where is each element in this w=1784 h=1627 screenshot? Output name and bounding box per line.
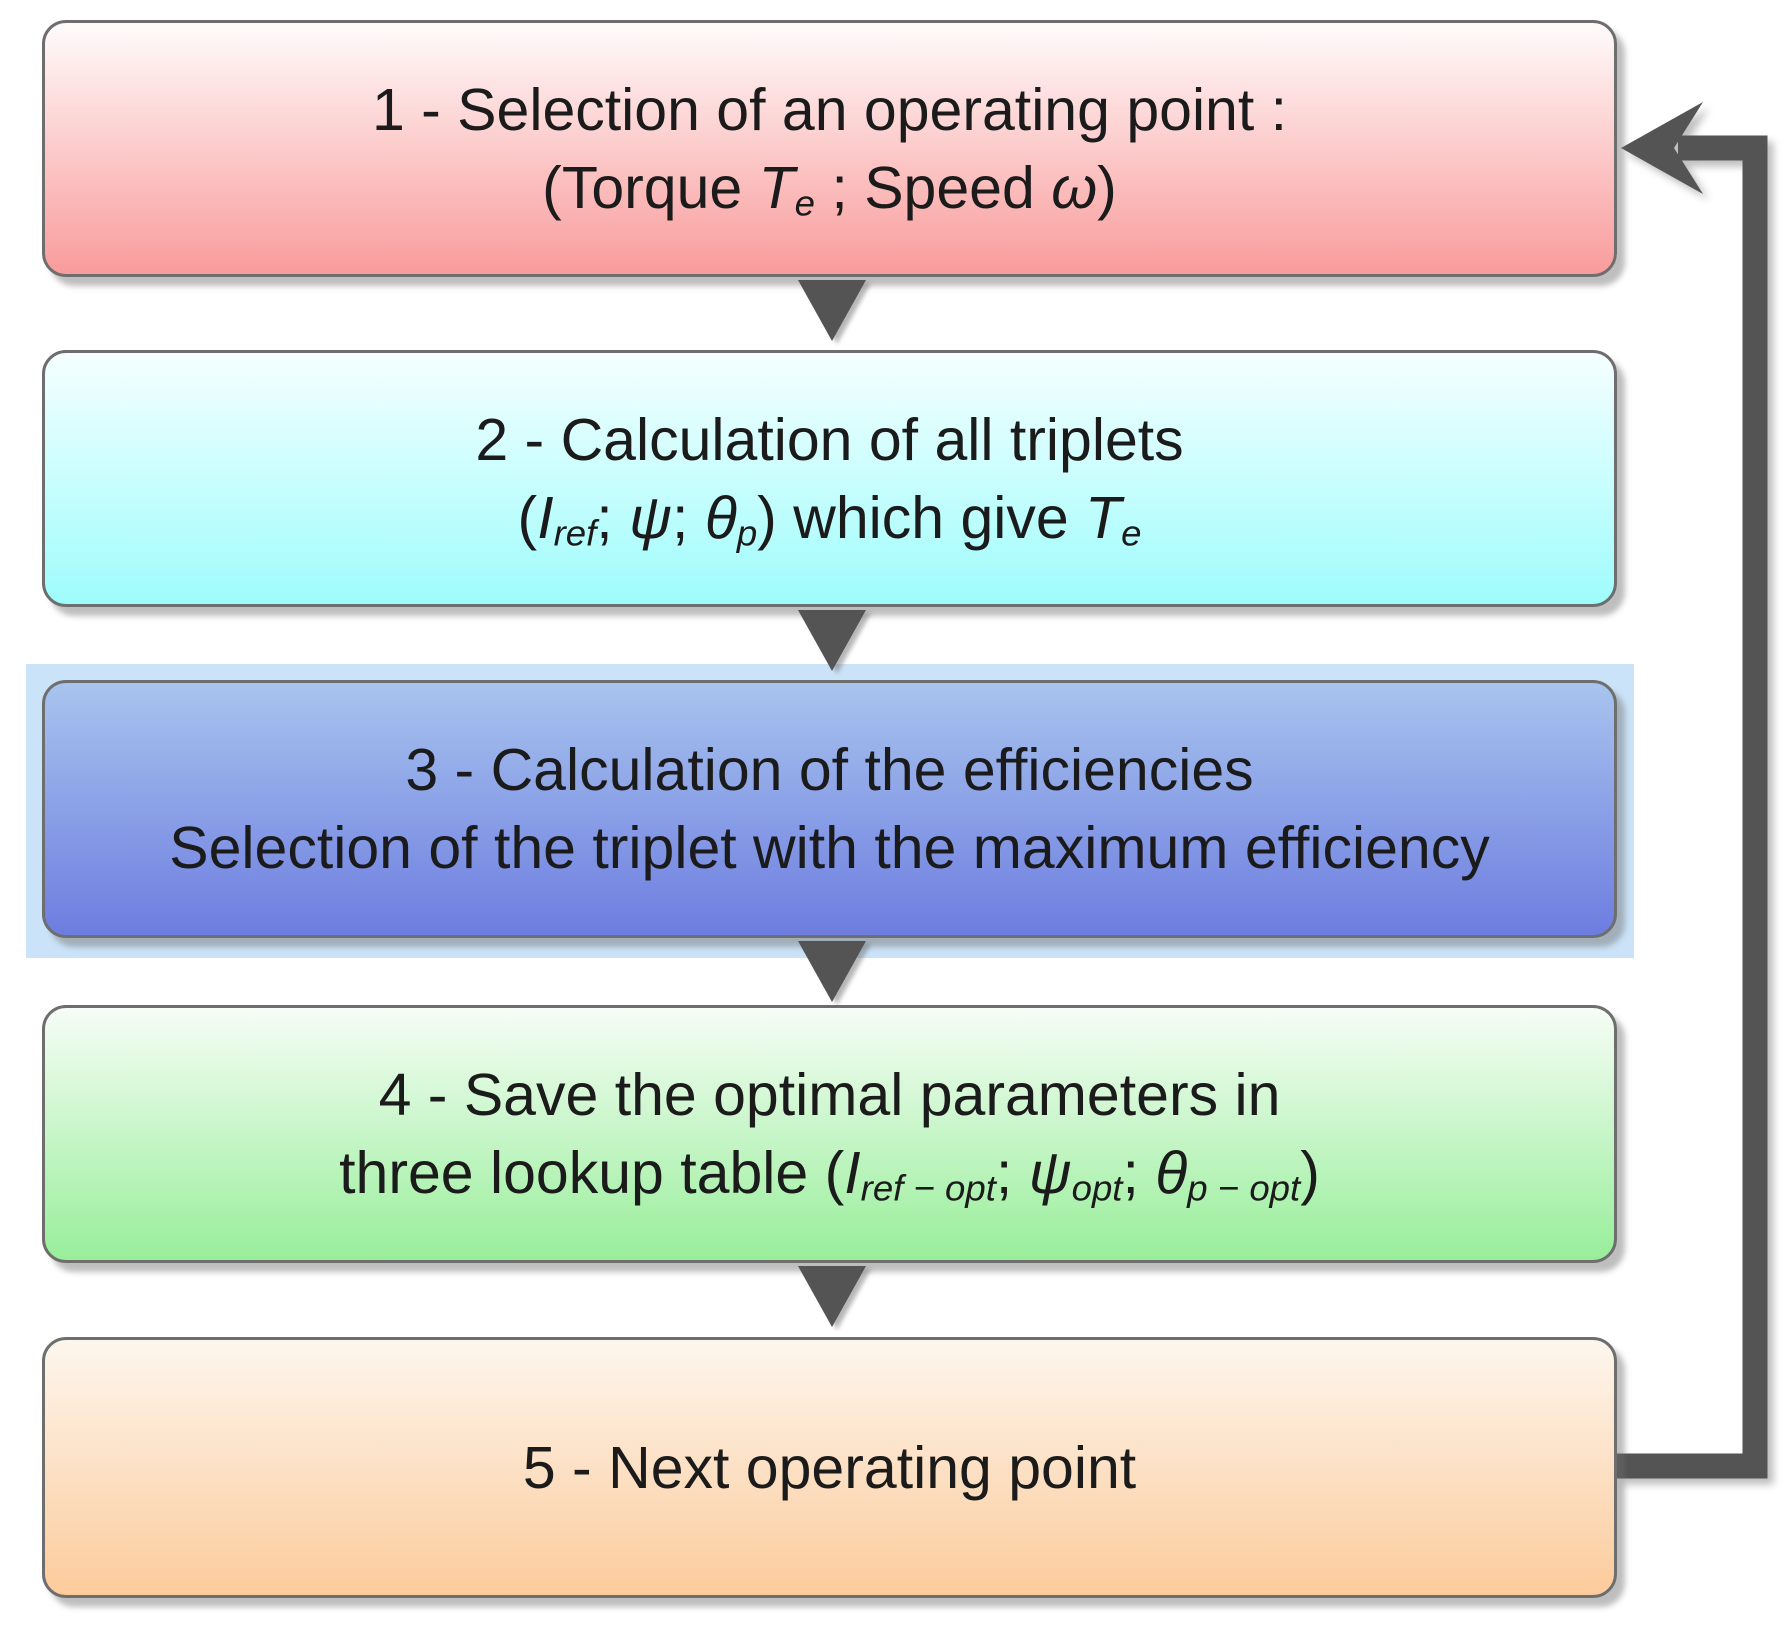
step-5-line-1: 5 - Next operating point: [522, 1434, 1137, 1501]
down-arrow-icon-3-4: [798, 941, 866, 1002]
step-3-line-2: Selection of the triplet with the maximu…: [169, 815, 1490, 881]
step-4-box: 4 - Save the optimal parameters in three…: [42, 1005, 1617, 1263]
step-2-box: 2 - Calculation of all triplets (Iref; ψ…: [42, 350, 1617, 607]
step-1-line-1: 1 - Selection of an operating point :: [371, 76, 1288, 143]
loop-arrowhead-icon: [1621, 102, 1703, 194]
step-5-box: 5 - Next operating point: [42, 1337, 1617, 1598]
step-3-line-1: 3 - Calculation of the efficiencies: [405, 737, 1254, 803]
step-3-box: 3 - Calculation of the efficiencies Sele…: [42, 680, 1617, 938]
loop-arrow-line: [1617, 135, 1768, 1479]
step-2-line-1: 2 - Calculation of all triplets: [475, 406, 1184, 473]
step-1-line-2: (Torque Te ; Speed ω): [542, 154, 1117, 223]
step-1-box: 1 - Selection of an operating point : (T…: [42, 20, 1617, 277]
step-4-line-2: three lookup table (Iref − opt; ψopt; θp…: [339, 1140, 1320, 1209]
step-2-line-2: (Iref; ψ; θp) which give Te: [517, 484, 1142, 553]
down-arrow-icon-2-3: [798, 610, 866, 671]
down-arrow-icon-4-5: [798, 1266, 866, 1327]
step-4-line-1: 4 - Save the optimal parameters in: [378, 1062, 1281, 1128]
down-arrow-icon-1-2: [798, 280, 866, 341]
